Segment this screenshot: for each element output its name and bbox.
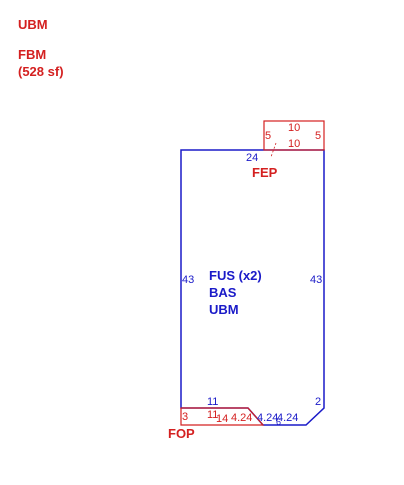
dim-fop-small: 6 (276, 417, 282, 427)
fop-outline (180, 407, 265, 426)
legend-fbm-area: (528 sf) (18, 64, 64, 79)
legend-ubm: UBM (18, 17, 48, 32)
area-label-fep: FEP (252, 165, 278, 180)
dim-main-left: 43 (182, 274, 195, 286)
main-building-outline (180, 149, 325, 426)
dim-fep-right: 5 (315, 130, 322, 142)
dim-fep-left: 5 (265, 130, 272, 142)
dim-fop-bottom-b: 14 (216, 413, 229, 425)
dim-fop-bottom-a: 11 (207, 409, 219, 421)
dim-fop-left: 3 (182, 411, 189, 423)
fep-leader (270, 142, 277, 158)
area-label-fus: FUS (x2) (209, 268, 262, 283)
area-label-bas: BAS (209, 285, 237, 300)
dim-fep-inner: 10 (288, 138, 301, 150)
dim-fop-diag-a: 4.24 (231, 412, 253, 424)
dim-diag-b: 4.24 (257, 412, 279, 424)
area-label-fop: FOP (168, 426, 195, 441)
legend-fbm: FBM (18, 47, 47, 62)
dim-main-bottom: 11 (207, 396, 219, 408)
dim-main-top: 24 (246, 152, 259, 164)
dim-main-right: 43 (310, 274, 323, 286)
fep-outline (263, 120, 325, 151)
dim-main-right-short: 2 (315, 396, 322, 408)
dim-diag-c: 4.24 (277, 412, 299, 424)
area-label-ubm: UBM (209, 302, 239, 317)
dim-fep-top: 10 (288, 122, 301, 134)
